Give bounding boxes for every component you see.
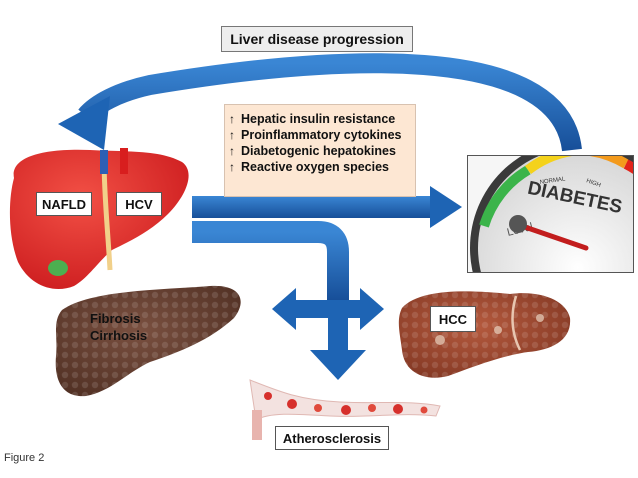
gauge-hub xyxy=(509,215,527,233)
up-arrow-icon: ↑ xyxy=(229,160,235,174)
mechanism-label: Diabetogenic hepatokines xyxy=(241,144,396,158)
atherosclerotic-vessel-illustration xyxy=(249,379,441,440)
gauge-high-label: HIGH xyxy=(585,178,601,189)
mechanism-item: ↑ Hepatic insulin resistance xyxy=(229,111,411,127)
mechanisms-box: ↑ Hepatic insulin resistance ↑ Proinflam… xyxy=(224,104,416,197)
elbow-arrow xyxy=(192,221,349,300)
figure-caption: Figure 2 xyxy=(4,452,45,464)
gauge-normal-label: NORMAL xyxy=(539,176,566,186)
hcc-label: HCC xyxy=(430,306,476,332)
cirrhotic-liver-illustration xyxy=(55,285,241,397)
red-liver-illustration xyxy=(9,148,189,289)
hcv-label: HCV xyxy=(116,192,162,216)
nafld-label: NAFLD xyxy=(36,192,92,216)
cross-left-head xyxy=(272,288,296,330)
mechanism-item: ↑ Reactive oxygen species xyxy=(229,159,411,175)
up-arrow-icon: ↑ xyxy=(229,144,235,158)
diabetes-gauge-image: DIABETES NORMAL HIGH Level xyxy=(467,155,634,273)
up-arrow-icon: ↑ xyxy=(229,128,235,142)
mechanism-label: Reactive oxygen species xyxy=(241,160,389,174)
mechanism-label: Proinflammatory cytokines xyxy=(241,128,402,142)
arrow-to-diabetes-shaft xyxy=(192,196,432,218)
mechanism-item: ↑ Proinflammatory cytokines xyxy=(229,127,411,143)
fibrosis-text: Fibrosis xyxy=(90,311,141,326)
progression-curved-arrow xyxy=(78,53,582,152)
mechanism-item: ↑ Diabetogenic hepatokines xyxy=(229,143,411,159)
cirrhosis-text: Cirrhosis xyxy=(90,328,148,343)
hcc-liver-illustration xyxy=(398,291,571,378)
arrow-to-diabetes-head xyxy=(430,186,462,228)
mechanism-label: Hepatic insulin resistance xyxy=(241,112,396,126)
fibrosis-cirrhosis-label: Fibrosis Cirrhosis xyxy=(90,310,147,344)
diabetes-gauge-graphic: DIABETES NORMAL HIGH Level xyxy=(468,156,633,272)
cross-right-head xyxy=(360,288,384,330)
progression-arrowhead xyxy=(58,96,110,150)
atherosclerosis-label: Atherosclerosis xyxy=(275,426,389,450)
gauge-needle xyxy=(519,223,589,251)
up-arrow-icon: ↑ xyxy=(229,112,235,126)
title-label: Liver disease progression xyxy=(221,26,413,52)
cross-down-head xyxy=(310,350,366,380)
cross-vertical-shaft xyxy=(328,300,348,352)
